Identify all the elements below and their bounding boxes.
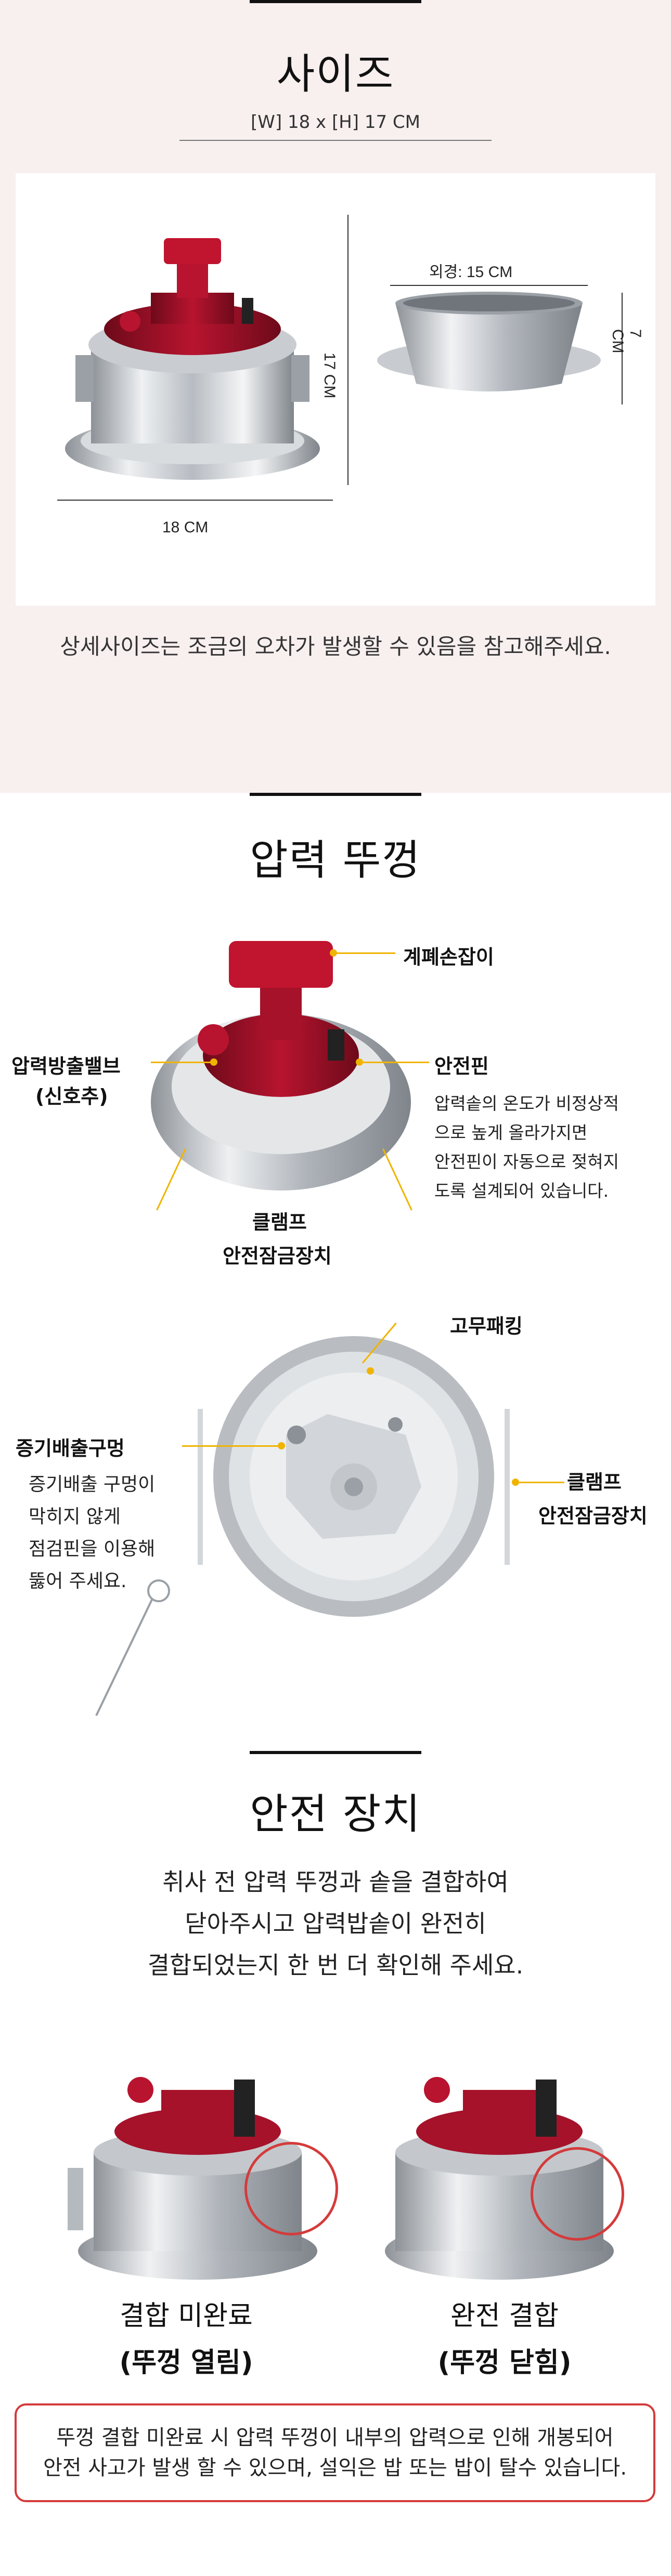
- safety-pin-desc: 압력솥의 온도가 비정상적 으로 높게 올라가지면 안전핀이 자동으로 젖혀지 …: [434, 1089, 619, 1206]
- label-clamp2-line2: 안전잠금장치: [538, 1505, 648, 1527]
- lid-top-image: [151, 941, 411, 1191]
- pressure-cooker-image: [65, 238, 320, 480]
- size-title: 사이즈: [276, 50, 395, 98]
- warning-line: 뚜껑 결합 미완료 시 압력 뚜껑이 내부의 압력으로 인해 개봉되어: [56, 2426, 614, 2450]
- steam-hole-desc-line: 점검핀을 이용해: [29, 1538, 156, 1560]
- safety-pin-desc-line: 도록 설계되어 있습니다.: [434, 1181, 609, 1201]
- size-dimensions: [W] 18 x [H] 17 CM: [179, 112, 492, 141]
- size-note: 상세사이즈는 조금의 오차가 발생할 수 있음을 참고해주세요.: [60, 634, 611, 659]
- instruction-line: 닫아주시고 압력밥솥이 완전히: [185, 1910, 486, 1938]
- inner-diameter-label: 외경: 15 CM: [429, 264, 513, 281]
- label-valve-line2: (신호추): [35, 1085, 108, 1108]
- instruction-line: 취사 전 압력 뚜껑과 솥을 결합하여: [162, 1868, 509, 1896]
- label-steam-hole: 증기배출구멍: [16, 1437, 125, 1460]
- section-divider: [250, 793, 421, 796]
- safety-pin-desc-line: 압력솥의 온도가 비정상적: [434, 1093, 619, 1114]
- instruction-line: 결합되었는지 한 번 더 확인해 주세요.: [147, 1951, 524, 1979]
- steam-hole-desc-line: 막히지 않게: [29, 1506, 121, 1527]
- size-section: 사이즈 [W] 18 x [H] 17 CM: [0, 0, 671, 793]
- cooker-closed-image: [385, 2077, 614, 2280]
- steam-hole-desc-line: 증기배출 구멍이: [29, 1474, 156, 1495]
- label-valve-line1: 압력방출밸브: [11, 1055, 121, 1078]
- state-open-line1: 결합 미완료: [120, 2300, 253, 2332]
- inner-pot-image: [377, 292, 601, 391]
- label-clamp-line1: 클램프: [252, 1211, 307, 1234]
- lid-bottom-image: [198, 1336, 510, 1617]
- label-clamp2-line1: 클램프: [567, 1471, 622, 1494]
- steam-hole-desc-line: 뚫어 주세요.: [29, 1571, 127, 1592]
- warning-box: 뚜껑 결합 미완료 시 압력 뚜껑이 내부의 압력으로 인해 개봉되어 안전 사…: [15, 2403, 655, 2502]
- inner-height-label: 7 CM: [609, 329, 644, 354]
- section-divider: [250, 0, 421, 3]
- warning-line: 안전 사고가 발생 할 수 있으며, 설익은 밥 또는 밥이 탈수 있습니다.: [43, 2456, 627, 2480]
- cooker-open-image: [68, 2077, 317, 2280]
- coupling-highlight-circle: [531, 2147, 624, 2241]
- label-safety-pin: 안전핀: [434, 1055, 489, 1078]
- safety-pin-desc-line: 안전핀이 자동으로 젖혀지: [434, 1152, 619, 1172]
- label-clamp-line2: 안전잠금장치: [223, 1245, 332, 1267]
- state-open-line2: (뚜껑 열림): [119, 2347, 253, 2378]
- label-handle: 계폐손잡이: [403, 946, 494, 969]
- inspection-pin-image: [95, 1579, 170, 1716]
- section-divider: [250, 1751, 421, 1754]
- cooker-width-label: 18 CM: [162, 519, 209, 536]
- safety-title: 안전 장치: [250, 1790, 421, 1838]
- lid-title: 압력 뚜껑: [250, 836, 421, 884]
- safety-pin-desc-line: 으로 높게 올라가지면: [434, 1122, 588, 1143]
- state-closed-line2: (뚜껑 닫힘): [437, 2347, 572, 2378]
- size-image-panel: 17 CM 18 CM 외경: 15 CM 7 CM: [16, 173, 655, 606]
- steam-hole-desc: 증기배출 구멍이 막히지 않게 점검핀을 이용해 뚫어 주세요.: [29, 1469, 155, 1598]
- label-gasket: 고무패킹: [450, 1315, 523, 1338]
- cooker-height-label: 17 CM: [321, 352, 338, 399]
- state-closed-line1: 완전 결합: [450, 2300, 559, 2332]
- coupling-highlight-circle: [244, 2142, 338, 2235]
